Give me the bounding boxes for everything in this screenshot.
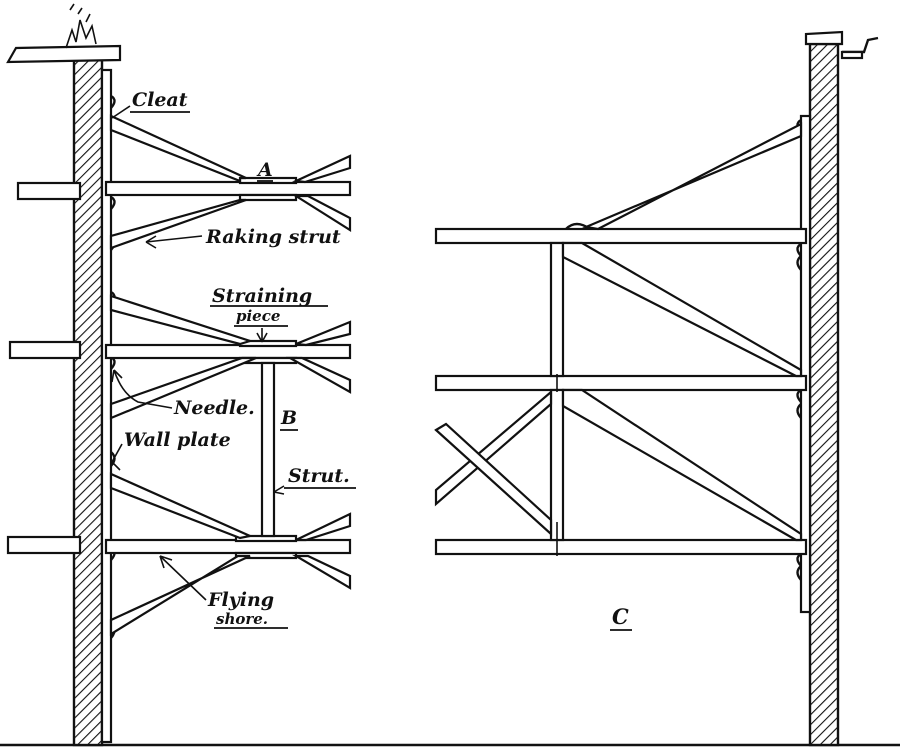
raking-struts-left — [109, 114, 352, 636]
strut-b — [260, 361, 276, 538]
svg-text:A: A — [256, 159, 273, 181]
svg-text:Raking strut: Raking strut — [205, 226, 341, 248]
flying-shores-right — [434, 227, 808, 556]
svg-text:Wall plate: Wall plate — [124, 429, 231, 451]
label-strut: Strut. — [273, 465, 356, 495]
label-cleat: Cleat — [111, 89, 190, 119]
svg-text:B: B — [280, 407, 297, 429]
needles-left — [6, 181, 82, 555]
raking-struts-c-left — [434, 389, 553, 537]
label-straining-piece: Straining piece — [210, 285, 328, 343]
svg-text:Flying: Flying — [207, 589, 274, 611]
svg-text:Straining: Straining — [212, 285, 312, 307]
label-flying-shore: Flying shore. — [159, 555, 288, 629]
label-raking-strut: Raking strut — [145, 226, 341, 249]
svg-text:piece: piece — [236, 307, 280, 325]
svg-text:shore.: shore. — [216, 610, 268, 628]
svg-text:Cleat: Cleat — [132, 89, 188, 111]
flying-shores-left — [104, 180, 352, 555]
label-c: C — [610, 604, 632, 631]
raking-strut-c-top — [565, 122, 803, 231]
svg-text:Strut.: Strut. — [288, 465, 350, 487]
label-wall-plate: Wall plate — [111, 429, 231, 471]
label-a: A — [256, 159, 273, 182]
cleats-right — [796, 118, 802, 581]
posts-c — [549, 241, 565, 556]
label-b: B — [280, 407, 298, 431]
svg-text:C: C — [612, 604, 629, 629]
label-needle: Needle. — [111, 369, 255, 419]
svg-text:Needle.: Needle. — [173, 397, 255, 419]
wall-plate-left — [100, 68, 113, 744]
wall-plate-right — [799, 114, 812, 614]
right-wall — [804, 30, 879, 747]
diagonal-braces-c — [561, 241, 803, 542]
